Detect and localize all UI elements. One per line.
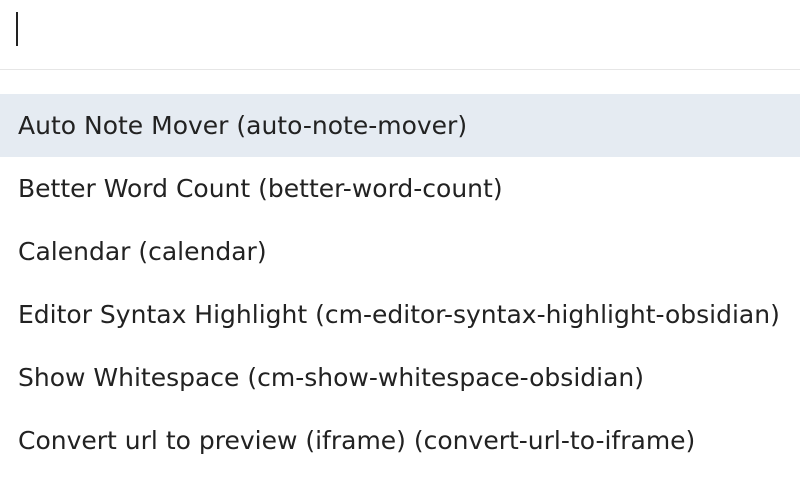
suggestion-item[interactable]: Convert url to preview (iframe) (convert…: [18, 426, 696, 455]
suggestion-item[interactable]: Show Whitespace (cm-show-whitespace-obsi…: [18, 363, 645, 392]
search-input[interactable]: [0, 0, 800, 70]
suggestion-list: Auto Note Mover (auto-note-mover) Better…: [0, 94, 800, 472]
suggestion-item[interactable]: Calendar (calendar): [18, 237, 267, 266]
suggestion-item[interactable]: Editor Syntax Highlight (cm-editor-synta…: [18, 300, 780, 329]
search-bar: [0, 0, 800, 70]
suggestion-item[interactable]: Better Word Count (better-word-count): [18, 174, 503, 203]
suggestion-item[interactable]: Auto Note Mover (auto-note-mover): [0, 94, 800, 157]
text-caret: [16, 12, 18, 46]
